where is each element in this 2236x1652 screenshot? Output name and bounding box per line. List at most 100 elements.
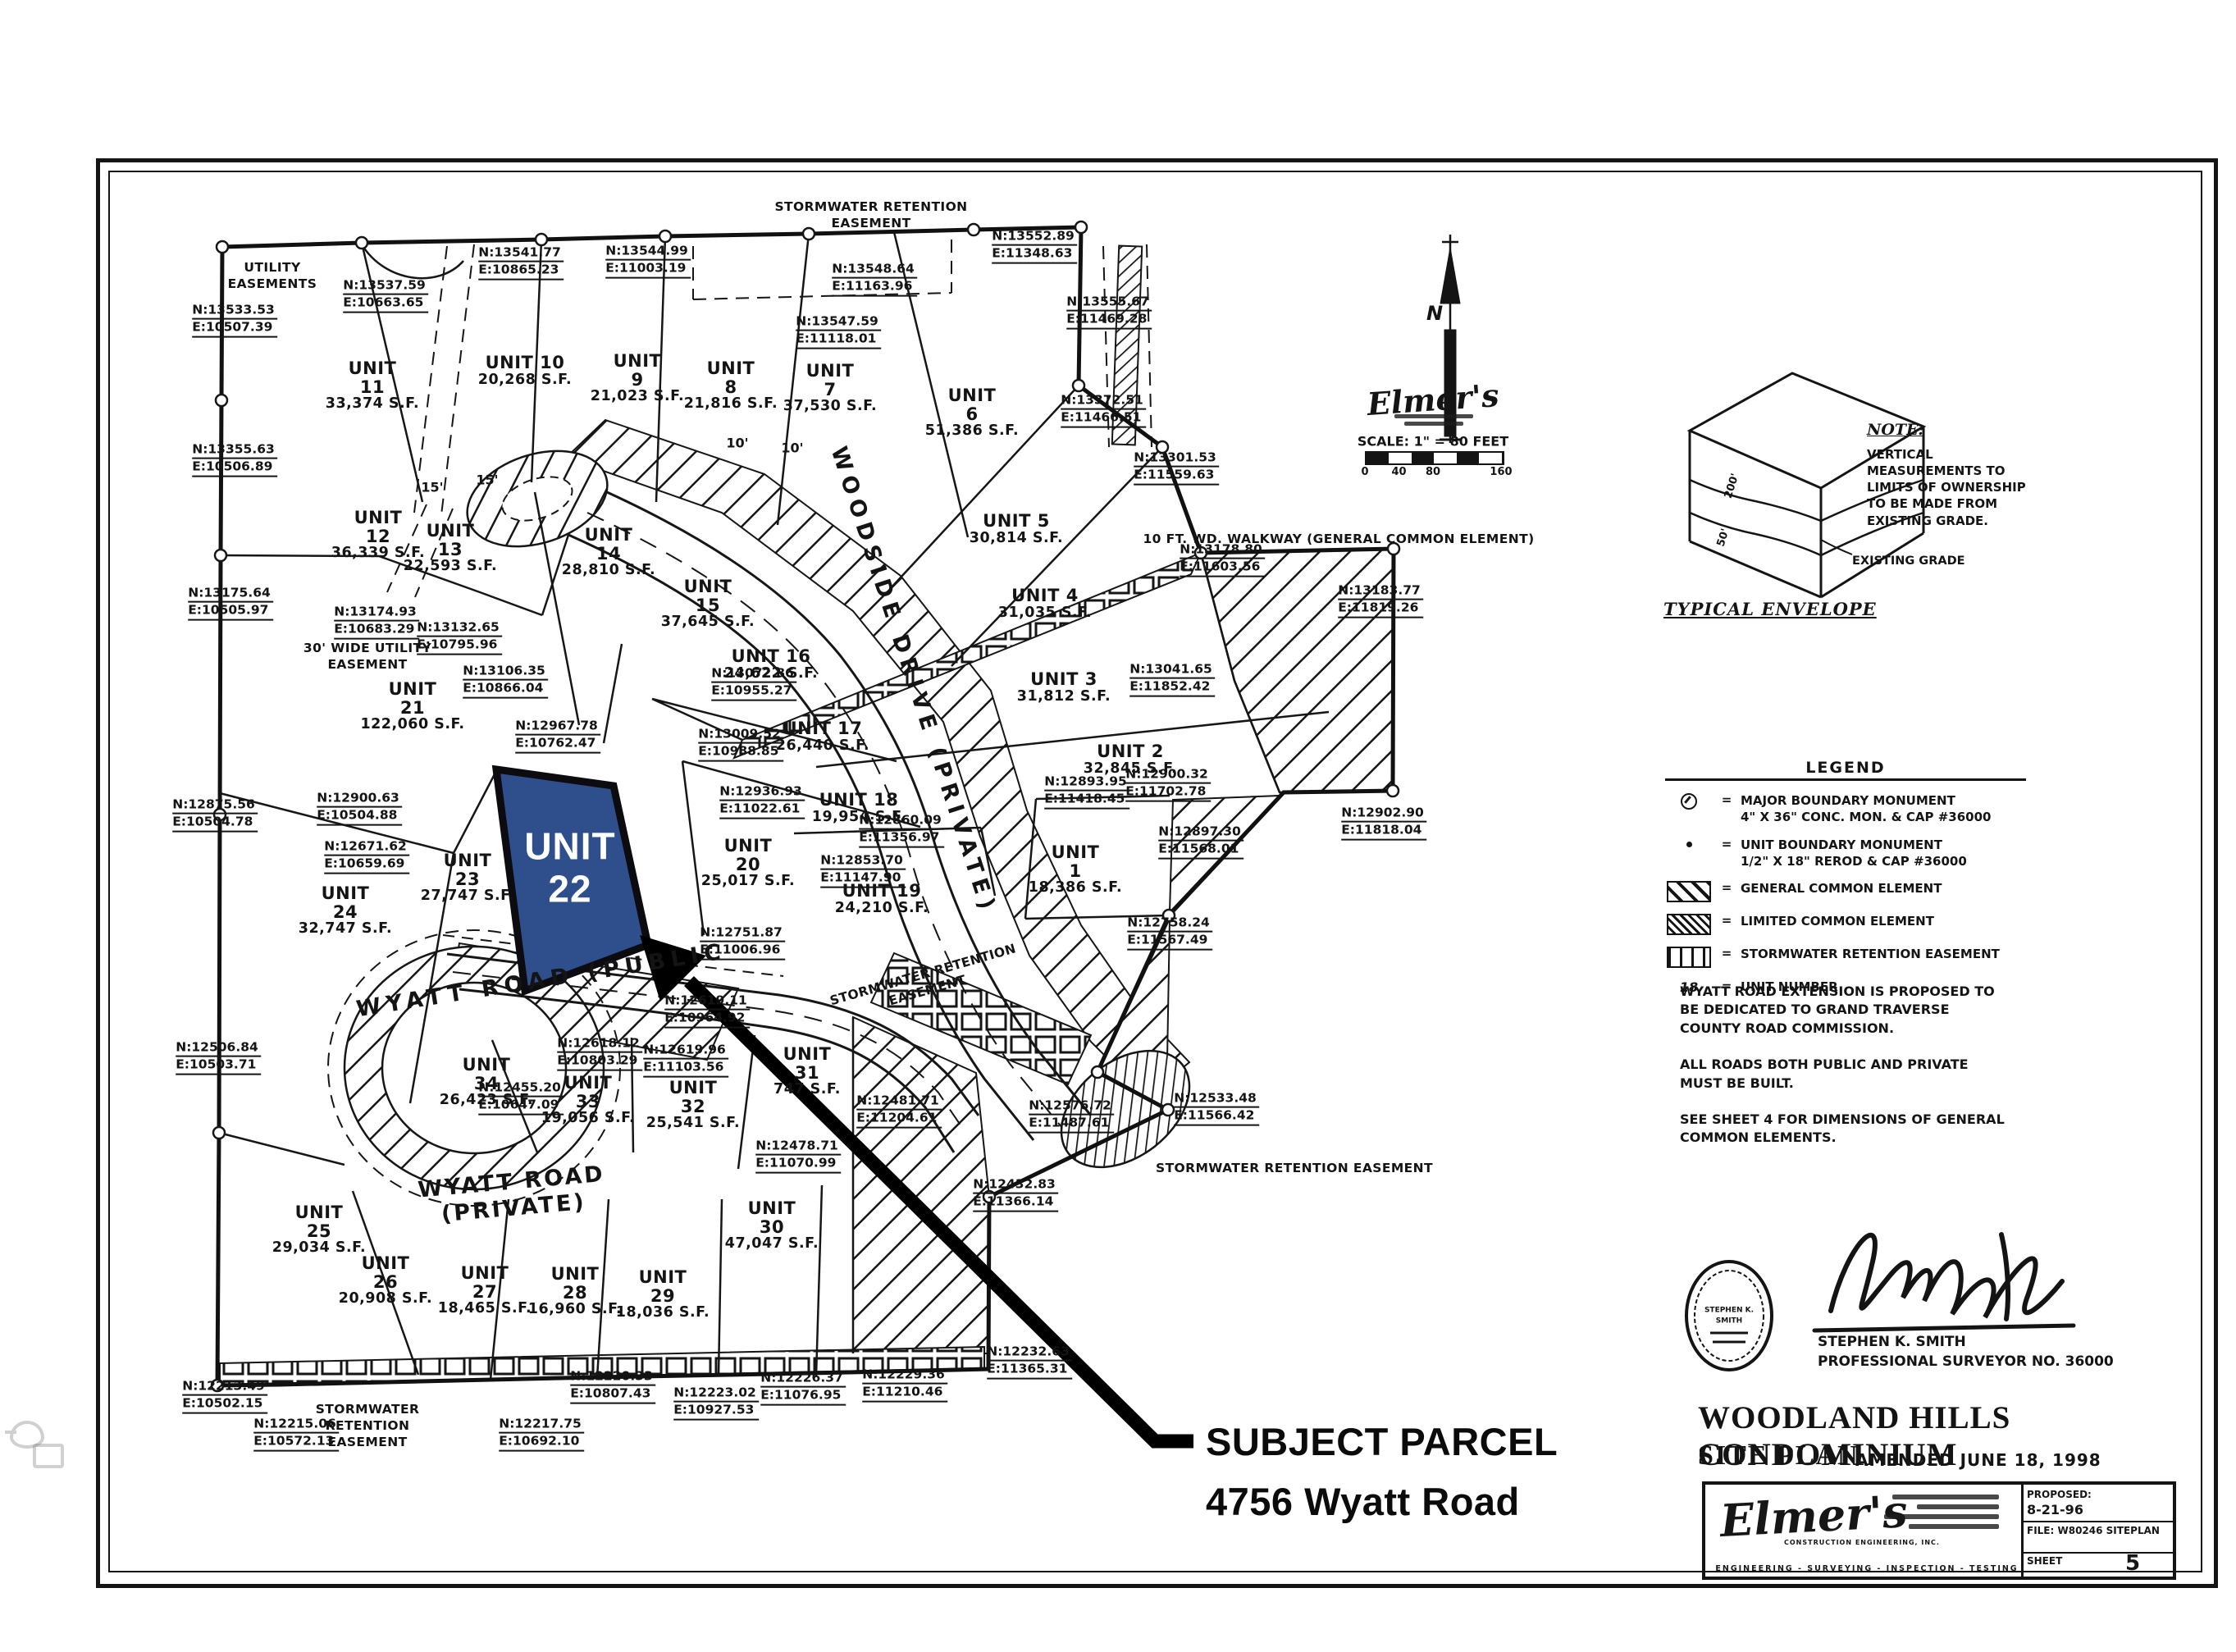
scale-bar <box>1365 451 1504 465</box>
logo-subtext-smudge <box>1404 422 1463 426</box>
title-block: Elmer's CONSTRUCTION ENGINEERING, INC. E… <box>1702 1481 2176 1580</box>
file-label: FILE: <box>2027 1525 2055 1536</box>
note-paragraph: WYATT ROAD EXTENSION IS PROPOSED TO BE D… <box>1680 983 1995 1036</box>
unit-monument-icon <box>1686 841 1692 847</box>
easement-label: STORMWATER RETENTION EASEMENT <box>1156 1160 1433 1175</box>
legend-entry: =LIMITED COMMON ELEMENT <box>1665 913 2026 935</box>
property-boundary <box>215 225 1396 1388</box>
typical-envelope-sketch <box>1686 372 1927 599</box>
proposed-cell: PROPOSED: 8-21-96 <box>2027 1489 2168 1518</box>
legend-rule <box>1665 778 2026 781</box>
services-row: ENGINEERING - SURVEYING - INSPECTION - T… <box>1715 1564 2019 1573</box>
subject-unit-label: UNIT 22 <box>524 825 615 910</box>
scale-tick: 160 <box>1490 466 1513 478</box>
sheet-number: 5 <box>2125 1551 2141 1576</box>
logo-subtext-smudge <box>1394 414 1473 418</box>
cell-divider <box>2021 1521 2173 1522</box>
unit-number-symbol: 18 <box>1679 979 1699 995</box>
surveyor-seal-icon <box>1685 1260 1773 1371</box>
road-lines <box>442 491 1093 1153</box>
sheet-title: SITE PLAN <box>1698 1440 1860 1471</box>
general-notes: WYATT ROAD EXTENSION IS PROPOSED TO BE D… <box>1680 983 2008 1166</box>
address-smudge <box>1909 1524 1999 1529</box>
note-block: NOTE: VERTICAL MEASUREMENTS TO LIMITS OF… <box>1867 420 2043 529</box>
parcel-lines <box>218 231 1330 1380</box>
subject-unit-word: UNIT <box>524 824 616 868</box>
scale-tick: 40 <box>1391 466 1407 478</box>
scale-tick: 80 <box>1425 466 1441 478</box>
seal-text: STEPHEN K. SMITH <box>1704 1305 1754 1326</box>
sre-hatch-icon <box>1667 947 1711 968</box>
surveyor-name: STEPHEN K. SMITH <box>1818 1334 1966 1350</box>
subject-parcel-arrow <box>640 935 1193 1449</box>
legend-entry: =STORMWATER RETENTION EASEMENT <box>1665 946 2026 968</box>
file-value: W80246 SITEPLAN <box>2057 1525 2160 1536</box>
address-smudge <box>1884 1514 1999 1519</box>
legend-entry: =GENERAL COMMON ELEMENT <box>1665 880 2026 902</box>
major-monument-icon <box>1681 793 1697 810</box>
note-paragraph: SEE SHEET 4 FOR DIMENSIONS OF GENERAL CO… <box>1680 1111 2005 1146</box>
dimension-label: 15' <box>421 479 444 495</box>
sheet-border-outer <box>96 158 2218 1588</box>
limited-common-element-areas <box>1060 244 1191 1169</box>
proposed-date: 8-21-96 <box>2027 1501 2083 1517</box>
address-smudge <box>1892 1495 1999 1499</box>
title-block-divider <box>2021 1485 2024 1577</box>
subject-unit-number: 22 <box>548 867 592 910</box>
sheet-label: SHEET <box>2027 1555 2063 1567</box>
scale-text: SCALE: 1" = 80 FEET <box>1357 433 1509 450</box>
